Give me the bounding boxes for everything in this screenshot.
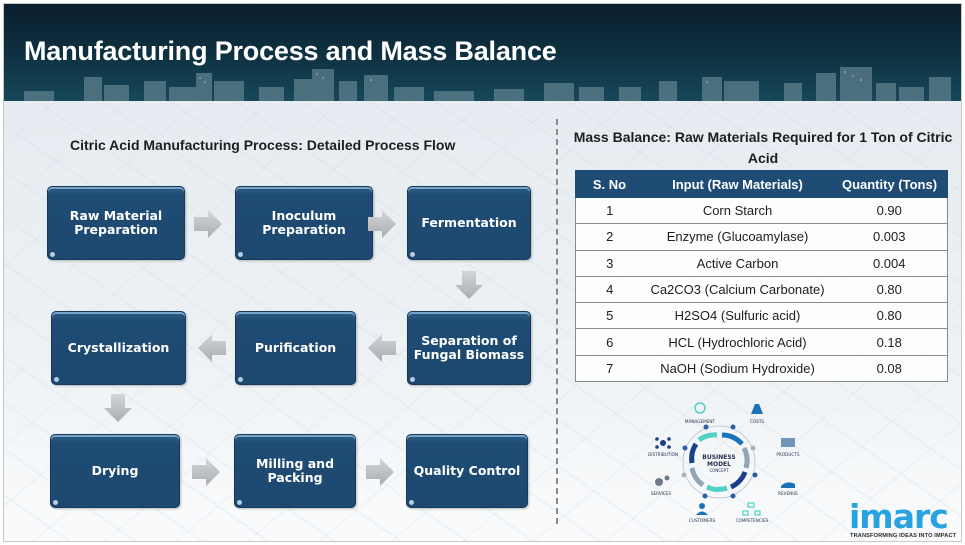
customers-icon bbox=[696, 503, 708, 515]
step-label: Milling and Packing bbox=[255, 456, 335, 485]
services-gear-icon bbox=[655, 475, 670, 486]
cell-material: Enzyme (Glucoamylase) bbox=[643, 223, 832, 251]
step-label: Raw Material Preparation bbox=[69, 208, 163, 237]
page-title: Manufacturing Process and Mass Balance bbox=[24, 36, 557, 66]
cell-material: NaOH (Sodium Hydroxide) bbox=[643, 354, 832, 383]
arrow-right-icon bbox=[368, 210, 396, 238]
cell-quantity: 0.80 bbox=[831, 275, 948, 304]
competencies-icon bbox=[742, 502, 761, 516]
bm-label-customers: CUSTOMERS bbox=[689, 518, 716, 523]
bm-label-competencies: COMPETENCIES bbox=[736, 518, 769, 523]
step-inoculum-preparation: Inoculum Preparation bbox=[235, 186, 373, 260]
arrow-down-icon bbox=[104, 394, 132, 422]
step-label: Separation of Fungal Biomass bbox=[413, 333, 525, 362]
cell-sno: 1 bbox=[575, 196, 644, 225]
cell-material: Ca2CO3 (Calcium Carbonate) bbox=[643, 275, 832, 304]
cell-sno: 2 bbox=[575, 223, 644, 251]
step-drying: Drying bbox=[50, 434, 180, 508]
cell-sno: 7 bbox=[575, 354, 644, 383]
bm-center-line2: MODEL bbox=[707, 461, 731, 468]
arrow-right-icon bbox=[192, 458, 220, 486]
bm-label-products: PRODUCTS bbox=[776, 452, 800, 457]
step-purification: Purification bbox=[235, 311, 356, 385]
bm-label-revenue: REVENUE bbox=[778, 491, 798, 496]
arrow-right-icon bbox=[366, 458, 394, 486]
distribution-icon bbox=[655, 437, 671, 449]
table-header-row: S. No Input (Raw Materials) Quantity (To… bbox=[575, 170, 948, 198]
step-label: Drying bbox=[91, 463, 139, 478]
mass-balance-title: Mass Balance: Raw Materials Required for… bbox=[573, 129, 953, 166]
cell-material: Active Carbon bbox=[643, 249, 832, 277]
step-label: Quality Control bbox=[413, 463, 521, 478]
cell-quantity: 0.90 bbox=[831, 196, 948, 225]
arrow-left-icon bbox=[368, 334, 396, 362]
step-milling-and-packing: Milling and Packing bbox=[234, 434, 356, 508]
step-separation-of-fungal-biomass: Separation of Fungal Biomass bbox=[407, 311, 531, 385]
cell-quantity: 0.80 bbox=[831, 302, 948, 330]
costs-icon bbox=[751, 404, 763, 414]
logo-tagline: TRANSFORMING IDEAS INTO IMPACT bbox=[850, 533, 957, 539]
header-banner: Manufacturing Process and Mass Balance bbox=[4, 4, 961, 101]
business-model-concept-graphic: BUSINESS MODEL CONCEPT MANAGEMENT COSTS … bbox=[648, 402, 800, 523]
arrow-left-icon bbox=[198, 334, 226, 362]
process-flow-title: Citric Acid Manufacturing Process: Detai… bbox=[70, 137, 456, 153]
column-header-sno: S. No bbox=[575, 170, 644, 198]
step-label: Fermentation bbox=[421, 215, 517, 230]
cell-quantity: 0.18 bbox=[831, 328, 948, 356]
city-skyline-decoration bbox=[24, 67, 951, 101]
mass-balance-table: S. No Input (Raw Materials) Quantity (To… bbox=[575, 170, 948, 383]
section-divider bbox=[556, 119, 558, 524]
step-fermentation: Fermentation bbox=[407, 186, 531, 260]
cell-sno: 4 bbox=[575, 275, 644, 304]
arrow-down-icon bbox=[455, 271, 483, 299]
bm-label-management: MANAGEMENT bbox=[685, 419, 716, 424]
cell-material: H2SO4 (Sulfuric acid) bbox=[643, 302, 832, 330]
cell-sno: 6 bbox=[575, 328, 644, 356]
cell-quantity: 0.004 bbox=[831, 249, 948, 277]
cell-material: Corn Starch bbox=[643, 196, 832, 225]
bm-center-line3: CONCEPT bbox=[709, 468, 729, 473]
step-label: Inoculum Preparation bbox=[262, 208, 346, 237]
bm-center-line1: BUSINESS bbox=[702, 454, 736, 461]
imarc-logo: imarc TRANSFORMING IDEAS INTO IMPACT bbox=[847, 496, 961, 541]
bm-label-services: SERVICES bbox=[651, 491, 672, 496]
cell-quantity: 0.003 bbox=[831, 223, 948, 251]
products-icon bbox=[781, 438, 795, 447]
management-icon bbox=[694, 402, 706, 414]
cell-quantity: 0.08 bbox=[831, 354, 948, 383]
cell-sno: 5 bbox=[575, 302, 644, 330]
column-header-material: Input (Raw Materials) bbox=[643, 170, 832, 198]
step-quality-control: Quality Control bbox=[406, 434, 528, 508]
step-label: Crystallization bbox=[67, 340, 170, 355]
cell-material: HCL (Hydrochloric Acid) bbox=[643, 328, 832, 356]
logo-wordmark: imarc bbox=[849, 497, 949, 536]
slide: Manufacturing Process and Mass Balance C… bbox=[3, 3, 962, 542]
cell-sno: 3 bbox=[575, 249, 644, 277]
step-crystallization: Crystallization bbox=[51, 311, 186, 385]
bm-label-costs: COSTS bbox=[750, 419, 764, 424]
revenue-icon bbox=[781, 482, 795, 488]
column-header-quantity: Quantity (Tons) bbox=[831, 170, 948, 198]
step-label: Purification bbox=[254, 340, 337, 355]
arrow-right-icon bbox=[194, 210, 222, 238]
bm-label-distribution: DISTRIBUTION bbox=[648, 452, 678, 457]
step-raw-material-preparation: Raw Material Preparation bbox=[47, 186, 185, 260]
